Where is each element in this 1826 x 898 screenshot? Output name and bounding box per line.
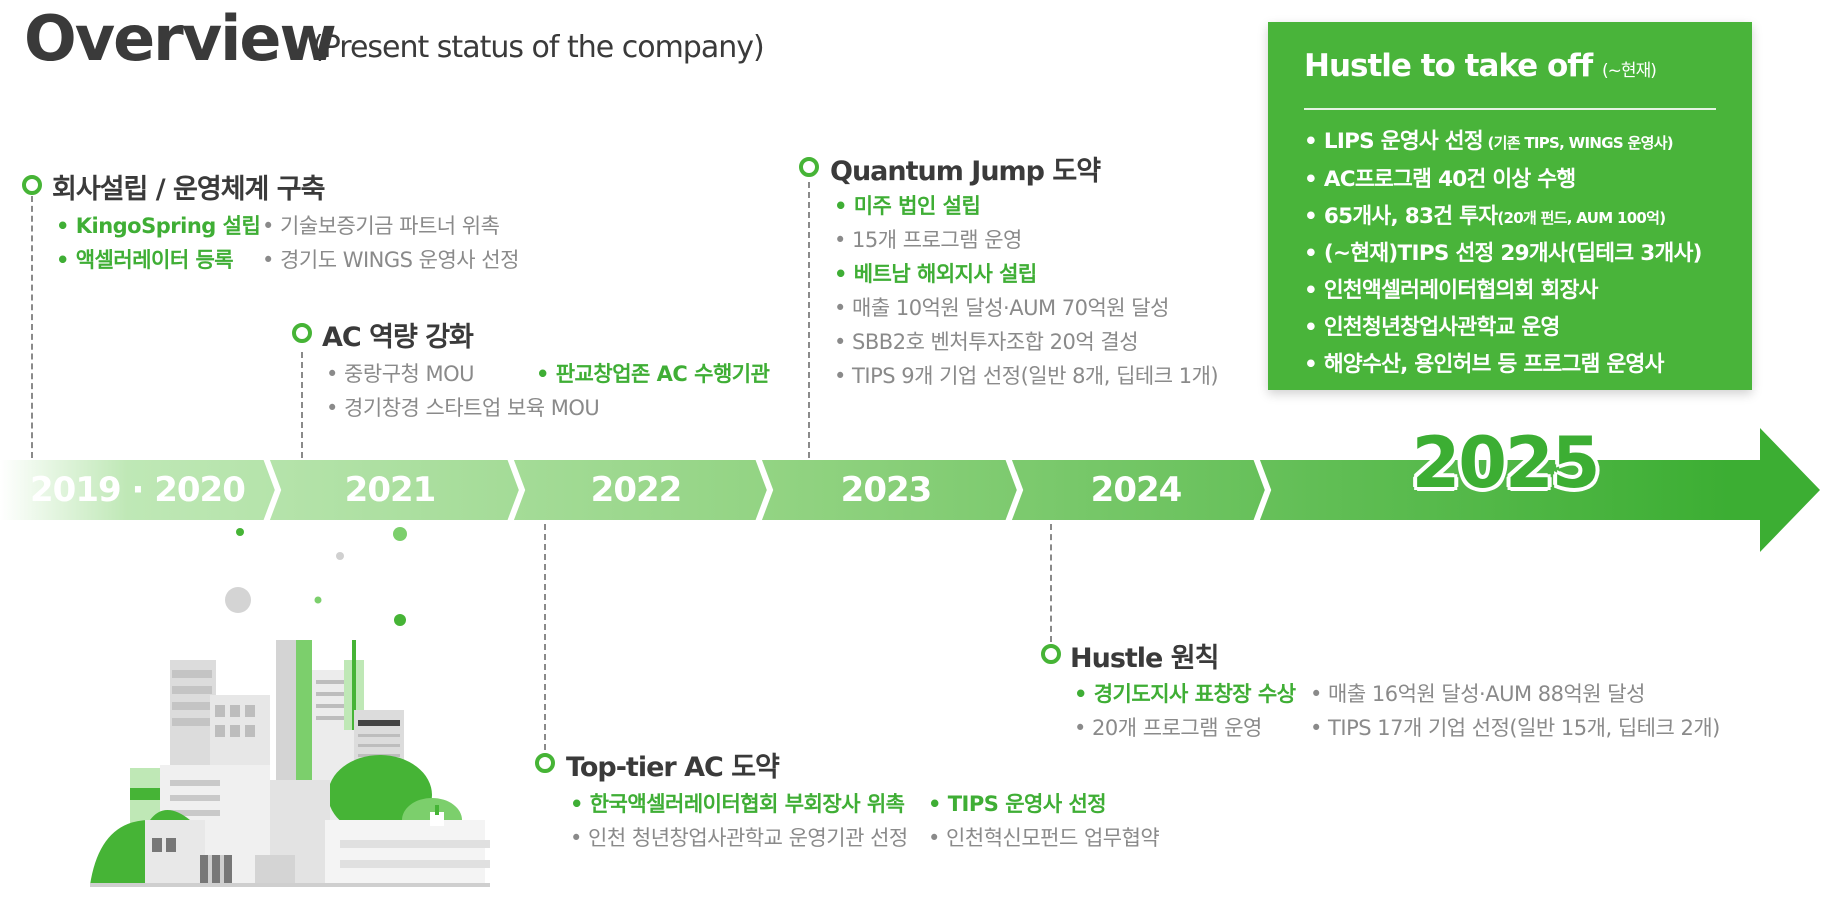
status-item: • 인천액셀러레이터협의회 회장사 [1304,278,1598,303]
milestone-item: • 경기도 WINGS 운영사 선정 [262,248,519,272]
milestone-item: • 매출 10억원 달성·AUM 70억원 달성 [834,296,1169,320]
milestone-item: • 미주 법인 설립 [834,194,981,218]
city-buildings-icon [90,527,490,887]
milestone-item: • 중랑구청 MOU [326,362,475,386]
milestone-item: • 경기창경 스타트업 보육 MOU [326,396,600,420]
year-label-2021: 2021 [344,470,437,510]
page-title: Overview [24,2,337,75]
box-divider [1304,108,1716,110]
milestone-marker-icon [799,157,819,177]
status-item: • AC프로그램 40건 이상 수행 [1304,167,1576,192]
milestone-marker-icon [1041,644,1061,664]
year-label-2022: 2022 [590,470,683,510]
page-subtitle: (Present status of the company) [312,30,765,65]
milestone-item: • 경기도지사 표창장 수상 [1074,682,1296,706]
milestone-item: • 한국액셀러레이터협회 부회장사 위촉 [570,792,905,816]
status-item: • (~현재)TIPS 선정 29개사(딥테크 3개사) [1304,241,1702,266]
milestone-item: • 인천혁신모펀드 업무협약 [928,826,1160,850]
connector-line [1050,524,1052,642]
connector-line [808,182,810,458]
year-label-2023: 2023 [840,470,933,510]
box-title-note: (~현재) [1602,61,1657,81]
year-label-2024: 2024 [1090,470,1183,510]
milestone-item: • 15개 프로그램 운영 [834,228,1022,252]
milestone-marker-icon [22,175,42,195]
status-item: • 해양수산, 용인허브 등 프로그램 운영사 [1304,352,1664,377]
milestone-item: • KingoSpring 설립 [56,214,261,238]
box-title: Hustle to take off (~현재) [1304,48,1657,84]
timeline-separators [263,456,1272,524]
connector-line [31,196,33,458]
milestone-item: • 매출 16억원 달성·AUM 88억원 달성 [1310,682,1645,706]
status-item: • 인천청년창업사관학교 운영 [1304,315,1560,340]
box-title-text: Hustle to take off [1304,48,1593,84]
milestone-item: • 베트남 해외지사 설립 [834,262,1037,286]
milestone-item: • TIPS 17개 기업 선정(일반 15개, 딥테크 2개) [1310,716,1720,740]
current-status-box: Hustle to take off (~현재) • LIPS 운영사 선정 (… [1268,22,1752,390]
connector-line [544,524,546,750]
milestone-item: • SBB2호 벤처투자조합 20억 결성 [834,330,1139,354]
milestone-title: Top-tier AC 도약 [566,752,780,783]
milestone-item: • TIPS 9개 기업 선정(일반 8개, 딥테크 1개) [834,364,1219,388]
status-item: • 65개사, 83건 투자(20개 펀드, AUM 100억) [1304,204,1666,229]
connector-line [301,352,303,458]
timeline-arrow [0,428,1820,552]
milestone-title: Hustle 원칙 [1070,643,1219,674]
milestone-item: • 액셀러레이터 등록 [56,248,234,272]
milestone-title: Quantum Jump 도약 [830,156,1101,187]
milestone-item: • TIPS 운영사 선정 [928,792,1107,816]
timeline-band [0,428,1820,552]
milestone-title: 회사설립 / 운영체계 구축 [52,174,325,205]
year-label-2019-2020: 2019 · 2020 [30,470,246,510]
milestone-item: • 판교창업존 AC 수행기관 [536,362,770,386]
milestone-marker-icon [292,323,312,343]
status-item: • LIPS 운영사 선정 (기존 TIPS, WINGS 운영사) [1304,129,1674,154]
milestone-item: • 기술보증기금 파트너 위촉 [262,214,500,238]
milestone-item: • 인천 청년창업사관학교 운영기관 선정 [570,826,908,850]
milestone-title: AC 역량 강화 [322,322,474,353]
year-label-2025: 2025 [1411,422,1601,504]
milestone-item: • 20개 프로그램 운영 [1074,716,1262,740]
milestone-marker-icon [535,753,555,773]
